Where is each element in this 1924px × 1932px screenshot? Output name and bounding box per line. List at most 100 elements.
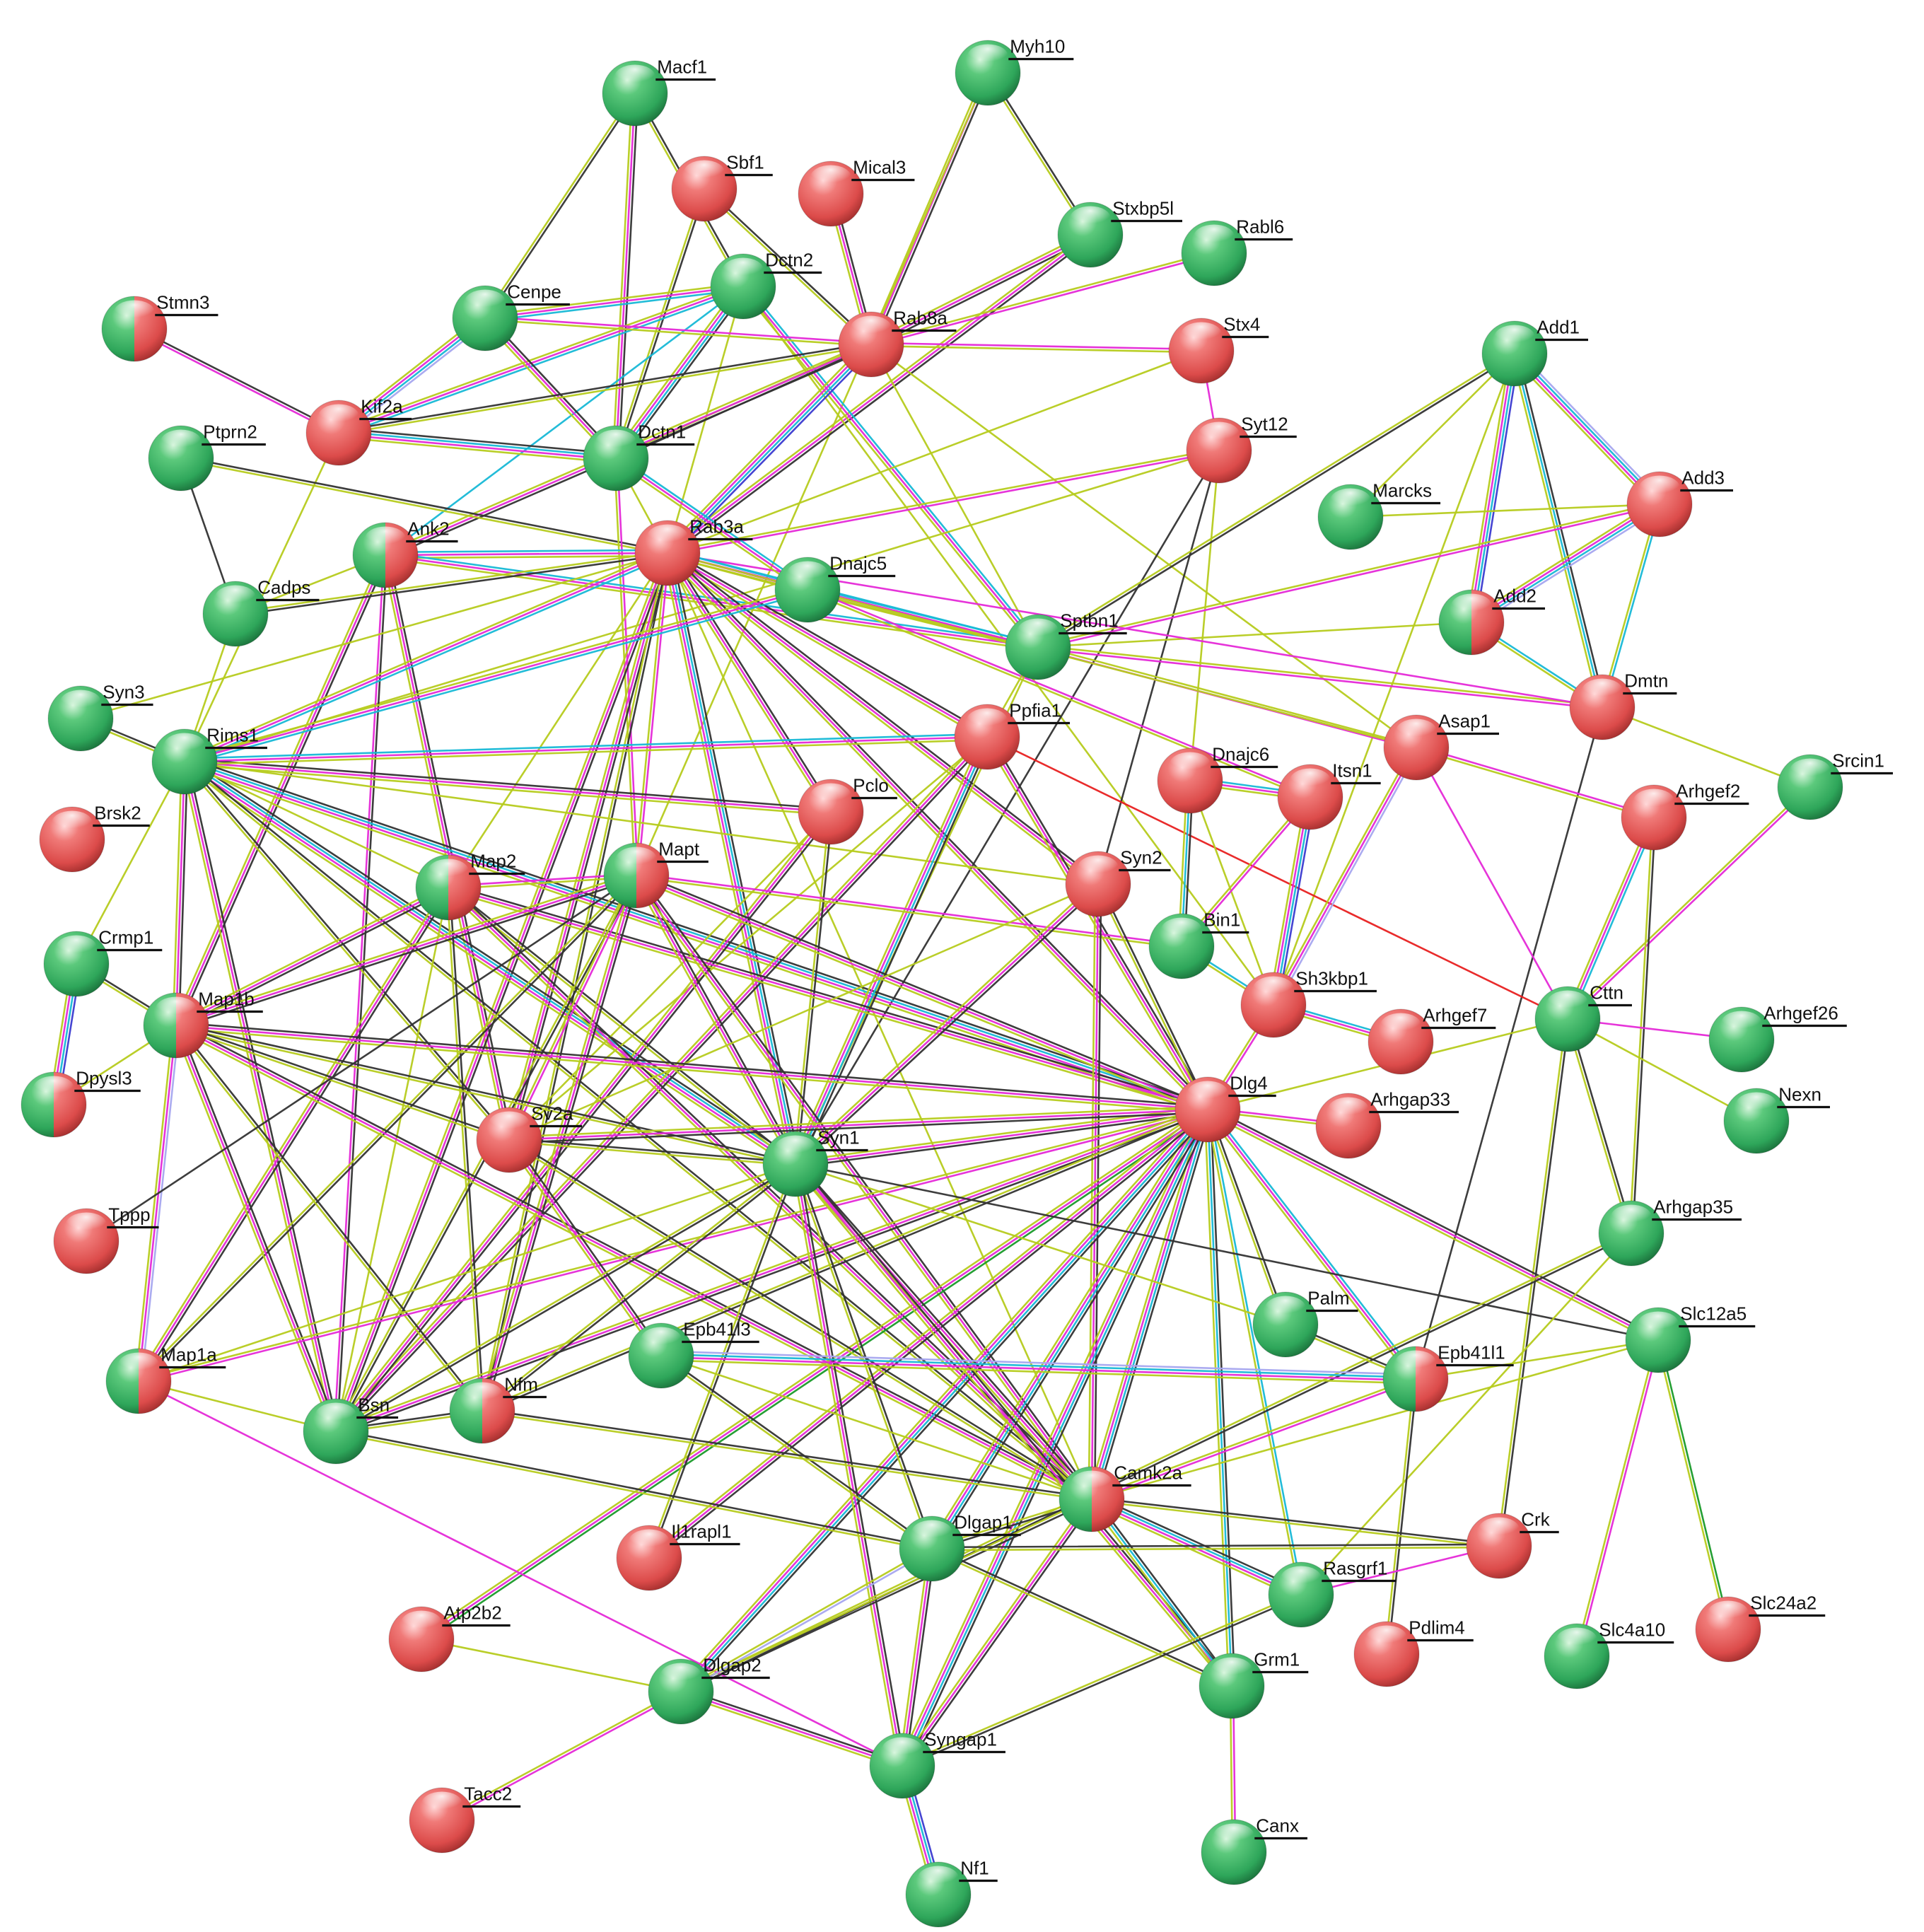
node-label: Asap1 (1438, 710, 1491, 731)
node-dlgap1[interactable]: Dlgap1 (899, 1511, 1021, 1582)
node-cadps[interactable]: Cadps (202, 576, 320, 647)
node-mical3[interactable]: Mical3 (798, 156, 915, 227)
node-il1rapl1[interactable]: Il1rapl1 (616, 1520, 740, 1591)
node-dmtn[interactable]: Dmtn (1569, 670, 1677, 740)
node-stxbp5l[interactable]: Stxbp5l (1057, 197, 1183, 268)
node-srcin1[interactable]: Srcin1 (1777, 750, 1893, 820)
node-crk[interactable]: Crk (1466, 1508, 1559, 1579)
node-bin1[interactable]: Bin1 (1148, 909, 1249, 979)
node-map1a[interactable]: Map1a (105, 1344, 226, 1414)
node-sh3kbp1[interactable]: Sh3kbp1 (1240, 967, 1377, 1038)
node-label: Add3 (1681, 467, 1725, 488)
node-stx4[interactable]: Stx4 (1168, 313, 1269, 384)
node-brsk2[interactable]: Brsk2 (39, 802, 150, 873)
edge-dnajc5-itsn1 (805, 587, 1312, 800)
node-sbf1[interactable]: Sbf1 (671, 151, 773, 222)
node-ppfia1[interactable]: Ppfia1 (954, 699, 1071, 770)
node-syngap1[interactable]: Syngap1 (869, 1728, 1005, 1799)
edge-dmtn-srcin1 (1601, 706, 1812, 788)
edge-mapt-map1a (136, 873, 639, 1383)
node-rabl6[interactable]: Rabl6 (1181, 216, 1293, 286)
node-asap1[interactable]: Asap1 (1383, 710, 1500, 781)
node-grm1[interactable]: Grm1 (1199, 1648, 1309, 1719)
node-label: Dlg4 (1230, 1072, 1267, 1093)
node-label: Rasgrf1 (1323, 1557, 1387, 1578)
node-rims1[interactable]: Rims1 (151, 724, 267, 795)
node-myh10[interactable]: Myh10 (955, 35, 1074, 106)
node-tppp[interactable]: Tppp (53, 1204, 159, 1274)
node-dpysl3[interactable]: Dpysl3 (21, 1067, 141, 1138)
node-map1b[interactable]: Map1b (143, 988, 263, 1059)
node-camk2a[interactable]: Camk2a (1059, 1462, 1191, 1532)
edge-slc12a5-epb41l1 (1414, 1339, 1660, 1380)
node-sv2a[interactable]: Sv2a (476, 1102, 583, 1173)
node-itsn1[interactable]: Itsn1 (1277, 760, 1381, 830)
node-syn3[interactable]: Syn3 (47, 681, 153, 752)
node-label: Tacc2 (464, 1783, 512, 1804)
node-rasgrf1[interactable]: Rasgrf1 (1268, 1557, 1397, 1628)
node-ptprn2[interactable]: Ptprn2 (148, 421, 266, 491)
node-label: Syngap1 (924, 1728, 997, 1750)
node-kif2a[interactable]: Kif2a (305, 395, 412, 466)
node-bsn[interactable]: Bsn (303, 1394, 399, 1465)
node-arhgap35[interactable]: Arhgap35 (1598, 1196, 1742, 1267)
edge-stx4-rab3a (666, 349, 1203, 554)
edge-dlg4-slc12a5 (1205, 1105, 1661, 1344)
node-syt12[interactable]: Syt12 (1186, 413, 1297, 484)
node-nfm[interactable]: Nfm (449, 1373, 547, 1444)
node-nf1[interactable]: Nf1 (905, 1857, 998, 1928)
node-cttn[interactable]: Cttn (1534, 982, 1632, 1052)
node-marcks[interactable]: Marcks (1317, 479, 1441, 550)
edge-epb41l3-camk2a (660, 1354, 1093, 1501)
node-syn1[interactable]: Syn1 (762, 1127, 868, 1197)
node-arhgap33[interactable]: Arhgap33 (1315, 1088, 1459, 1159)
node-tacc2[interactable]: Tacc2 (409, 1783, 521, 1854)
node-ank2[interactable]: Ank2 (352, 518, 458, 588)
node-slc4a10[interactable]: Slc4a10 (1544, 1619, 1674, 1689)
node-rab8a[interactable]: Rab8a (838, 307, 957, 378)
node-pdlim4[interactable]: Pdlim4 (1353, 1617, 1474, 1687)
node-label: Camk2a (1114, 1462, 1182, 1483)
edge-dlg4-il1rapl1 (646, 1106, 1211, 1561)
node-rab3a[interactable]: Rab3a (634, 516, 753, 586)
node-cenpe[interactable]: Cenpe (452, 281, 570, 351)
node-crmp1[interactable]: Crmp1 (43, 926, 163, 997)
node-arhgef26[interactable]: Arhgef26 (1708, 1002, 1847, 1073)
node-epb41l1[interactable]: Epb41l1 (1382, 1342, 1514, 1412)
node-label: Sbf1 (726, 151, 764, 173)
node-dlgap2[interactable]: Dlgap2 (648, 1654, 770, 1725)
edge-dctn2-kif2a (337, 282, 745, 437)
node-epb41l3[interactable]: Epb41l3 (628, 1318, 759, 1389)
node-nexn[interactable]: Nexn (1723, 1083, 1830, 1154)
node-label: Syt12 (1241, 413, 1288, 434)
edge-add1-dmtn (1510, 351, 1607, 709)
node-map2[interactable]: Map2 (415, 850, 525, 921)
node-dctn1[interactable]: Dctn1 (583, 421, 695, 491)
node-arhgef2[interactable]: Arhgef2 (1621, 780, 1749, 851)
edge-sv2a-epb41l3 (506, 1137, 665, 1358)
node-add2[interactable]: Add2 (1438, 585, 1546, 656)
node-syn2[interactable]: Syn2 (1065, 846, 1171, 917)
node-slc12a5[interactable]: Slc12a5 (1625, 1303, 1756, 1373)
node-mapt[interactable]: Mapt (603, 838, 709, 909)
edge-rab3a-cadps (234, 550, 669, 617)
node-dnajc5[interactable]: Dnajc5 (774, 552, 896, 623)
node-pclo[interactable]: Pclo (798, 774, 897, 845)
node-arhgef7[interactable]: Arhgef7 (1368, 1004, 1496, 1075)
edge-add3-dmtn (1599, 503, 1662, 709)
node-sptbn1[interactable]: Sptbn1 (1005, 610, 1127, 680)
node-slc24a2[interactable]: Slc24a2 (1695, 1592, 1826, 1663)
node-macf1[interactable]: Macf1 (602, 56, 716, 127)
node-dnajc6[interactable]: Dnajc6 (1157, 743, 1278, 814)
node-label: Rab8a (893, 307, 948, 328)
node-dlg4[interactable]: Dlg4 (1174, 1072, 1276, 1143)
edge-ank2-sv2a (381, 553, 513, 1142)
node-add3[interactable]: Add3 (1626, 467, 1734, 537)
node-stmn3[interactable]: Stmn3 (101, 291, 218, 362)
node-palm[interactable]: Palm (1252, 1287, 1358, 1358)
node-label: Cttn (1590, 982, 1623, 1003)
node-atp2b2[interactable]: Atp2b2 (388, 1602, 511, 1672)
node-dctn2[interactable]: Dctn2 (710, 249, 822, 320)
node-add1[interactable]: Add1 (1481, 316, 1589, 387)
node-canx[interactable]: Canx (1201, 1815, 1307, 1885)
